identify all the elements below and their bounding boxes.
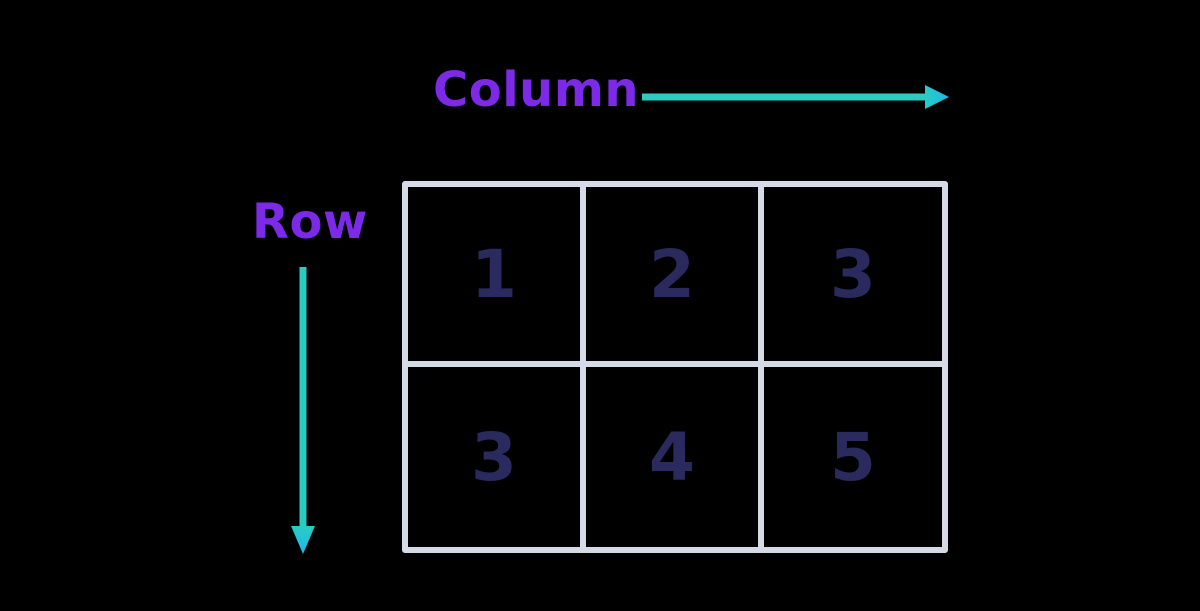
grid-cell-r0c2: 3 [764,187,942,367]
column-axis-label: Column [433,62,640,118]
grid-cell-r1c0: 3 [408,367,586,547]
arrow-down-icon [291,267,315,554]
grid-cell-r1c2: 5 [830,418,876,496]
grid-cell-r0c0: 1 [408,187,586,367]
arrow-right-icon [642,85,949,109]
grid-cell-r0c1: 2 [586,187,764,367]
row-axis-label: Row [252,194,368,250]
grid-cell-r1c1: 4 [586,367,764,547]
row-column-grid: 1 2 3 3 4 5 [402,181,948,553]
